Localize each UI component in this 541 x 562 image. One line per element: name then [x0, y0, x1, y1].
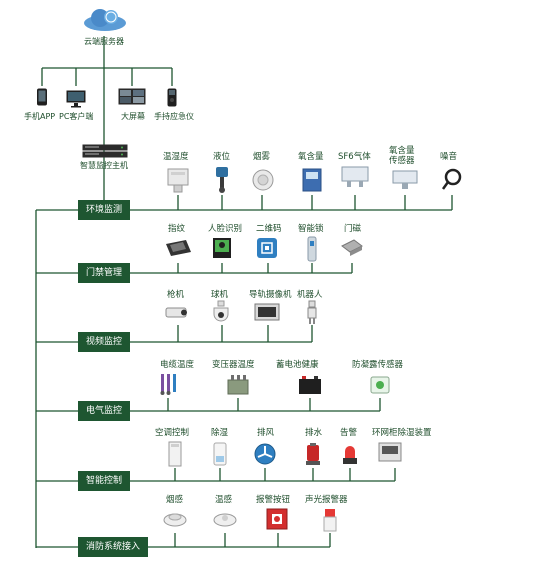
item-label-liquid-level: 液位	[213, 152, 231, 162]
category-bar-fire-system: 消防系统接入	[78, 537, 149, 557]
big-screen-icon	[118, 88, 146, 110]
air-conditioner-icon	[168, 441, 182, 471]
handheld-device-icon	[167, 88, 177, 111]
fingerprint-reader-icon	[164, 238, 192, 262]
client-label-mobile: 手机APP	[24, 112, 56, 121]
door-magnet-icon	[340, 238, 364, 262]
item-label-dehumidify: 除湿	[211, 428, 229, 438]
item-label-dome-camera: 球机	[211, 290, 229, 300]
oxygen-sensor-icon	[392, 170, 418, 194]
alarm-button-icon	[266, 508, 288, 534]
item-label-temp-sensor: 温感	[215, 495, 233, 505]
category-bar-smart-control: 智能控制	[78, 471, 131, 491]
item-label-smoke: 烟雾	[253, 152, 271, 162]
client-label-bigscreen: 大屏幕	[121, 112, 145, 121]
face-recognition-terminal-icon	[212, 237, 232, 263]
rail-camera-icon	[254, 303, 280, 325]
robot-icon	[306, 300, 318, 329]
item-label-anti-condensation: 防凝露传感器	[352, 360, 404, 370]
sf6-gas-sensor-icon	[341, 166, 369, 192]
battery-icon	[298, 375, 322, 399]
transformer-icon	[226, 374, 250, 400]
item-label-ac-control: 空调控制	[155, 428, 190, 438]
item-label-transformer-temp: 变压器温度	[212, 360, 255, 370]
category-bar-environment: 环境监测	[78, 200, 131, 220]
item-label-sf6: SF6气体	[338, 152, 371, 162]
noise-sensor-icon	[440, 168, 464, 196]
cloud-icon	[82, 6, 128, 36]
item-label-door-magnet: 门磁	[344, 224, 362, 234]
cable-temp-sensor-icon	[158, 372, 178, 400]
item-label-qrcode: 二维码	[256, 224, 282, 234]
drainage-pump-icon	[304, 442, 322, 470]
item-label-oxygen-sensor-text: 氧含量 传感器	[389, 146, 415, 166]
item-label-exhaust: 排风	[257, 428, 275, 438]
category-bar-electrical-monitoring: 电气监控	[78, 401, 131, 421]
item-label-alarm-button: 报警按钮	[256, 495, 291, 505]
client-label-pc: PC客户端	[59, 112, 94, 121]
alarm-light-icon	[341, 442, 359, 470]
category-bar-access-control: 门禁管理	[78, 263, 131, 283]
item-label-battery-health: 蓄电池健康	[276, 360, 319, 370]
host-label: 智慧监控主机	[80, 161, 128, 170]
qrcode-reader-icon	[256, 237, 278, 263]
item-label-face-recognition: 人脸识别	[208, 224, 243, 234]
item-label-cable-temp: 电缆温度	[160, 360, 195, 370]
cloud-server-label: 云端服务器	[84, 37, 124, 46]
item-label-fingerprint: 指纹	[168, 224, 186, 234]
smart-lock-icon	[306, 236, 318, 266]
liquid-level-sensor-icon	[212, 165, 232, 197]
mobile-phone-icon	[36, 88, 48, 110]
item-label-rail-camera: 导轨摄像机	[249, 290, 292, 300]
anti-condensation-sensor-icon	[370, 376, 390, 398]
temp-humidity-sensor-icon	[166, 167, 190, 197]
sound-light-alarm-icon	[323, 508, 337, 536]
ring-cabinet-dehumidifier-icon	[378, 442, 402, 466]
smoke-detector-icon	[252, 169, 274, 195]
bullet-camera-icon	[164, 305, 190, 325]
server-host-icon	[82, 143, 128, 162]
item-label-smoke-sensor: 烟感	[166, 495, 184, 505]
oxygen-meter-icon	[302, 168, 322, 196]
dome-camera-icon	[211, 300, 231, 328]
item-label-robot: 机器人	[297, 290, 323, 300]
smoke-sensor-icon	[163, 509, 187, 531]
item-label-oxygen-sensor: 氧含量 传感器	[389, 146, 415, 166]
item-label-drainage: 排水	[305, 428, 323, 438]
item-label-ring-cabinet-dehumidifier: 环网柜除湿装置	[372, 428, 432, 438]
item-label-alarm: 告警	[340, 428, 358, 438]
heat-sensor-icon	[213, 509, 237, 531]
item-label-smart-lock: 智能锁	[298, 224, 324, 234]
item-label-sound-light-alarm: 声光报警器	[305, 495, 348, 505]
exhaust-fan-icon	[254, 443, 276, 469]
client-label-handheld: 手持应急仪	[154, 112, 194, 121]
item-label-bullet-camera: 枪机	[167, 290, 185, 300]
item-label-oxygen: 氧含量	[298, 152, 324, 162]
item-label-temp-humidity: 温湿度	[163, 152, 189, 162]
dehumidifier-icon	[213, 442, 227, 470]
pc-monitor-icon	[66, 90, 86, 112]
category-bar-video-monitoring: 视频监控	[78, 332, 131, 352]
item-label-noise: 噪音	[440, 152, 458, 162]
